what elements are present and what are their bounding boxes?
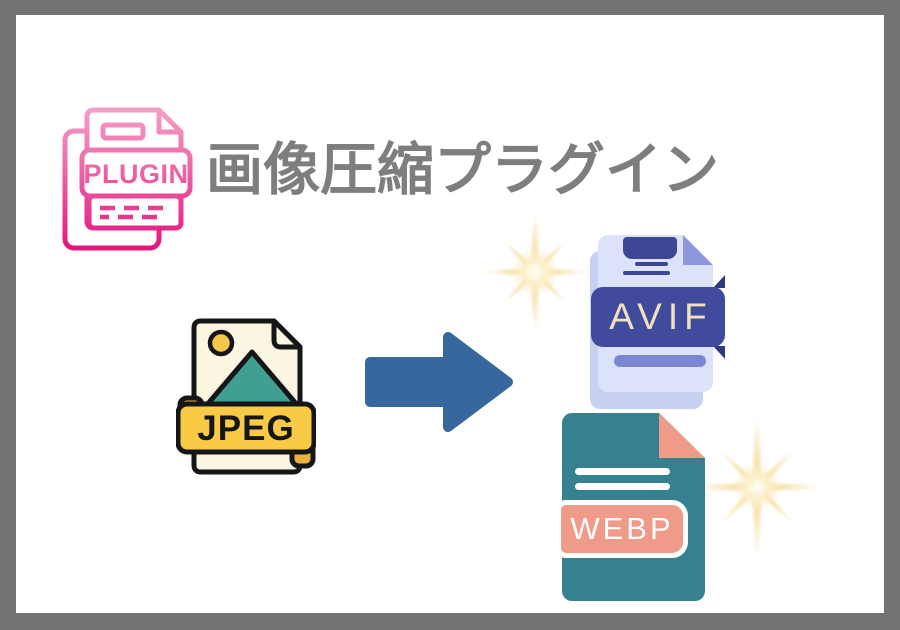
webp-text-line xyxy=(575,483,670,490)
jpeg-corner-fold xyxy=(271,318,303,350)
plugin-file-icon-svg: PLUGIN xyxy=(62,107,193,251)
jpeg-banner xyxy=(175,401,317,455)
plugin-banner-label: PLUGIN xyxy=(83,159,188,189)
plugin-top-slot xyxy=(100,122,146,141)
arrow-right-icon xyxy=(358,329,518,435)
sun-icon xyxy=(207,329,235,357)
jpeg-banner-label: JPEG xyxy=(197,409,294,448)
arrow-right-icon-svg xyxy=(365,332,513,432)
webp-text-line xyxy=(575,468,670,475)
plugin-banner xyxy=(79,147,193,199)
webp-banner-label: WEBP xyxy=(570,511,674,546)
plugin-corner-fold xyxy=(156,110,181,135)
webp-file-icon: WEBP xyxy=(556,413,705,601)
page-title: 画像圧縮プラグイン xyxy=(206,138,719,202)
avif-corner-fold xyxy=(683,235,713,265)
jpeg-file-icon-svg: JPEG xyxy=(175,318,317,475)
plugin-bottom-section xyxy=(86,193,184,231)
plugin-file-icon: PLUGIN xyxy=(58,103,203,253)
webp-banner: WEBP xyxy=(556,500,688,558)
avif-bottom-bar xyxy=(614,355,706,367)
avif-banner-label: AVIF xyxy=(609,296,713,337)
jpeg-file-icon: JPEG xyxy=(175,316,317,476)
avif-ribbon-curl xyxy=(713,346,725,359)
avif-text-line xyxy=(623,271,670,275)
avif-file-icon: AVIF xyxy=(588,235,728,410)
avif-ribbon-curl xyxy=(713,275,725,288)
avif-text-line xyxy=(635,262,668,266)
avif-banner: AVIF xyxy=(591,287,725,347)
avif-top-tab xyxy=(623,237,677,259)
